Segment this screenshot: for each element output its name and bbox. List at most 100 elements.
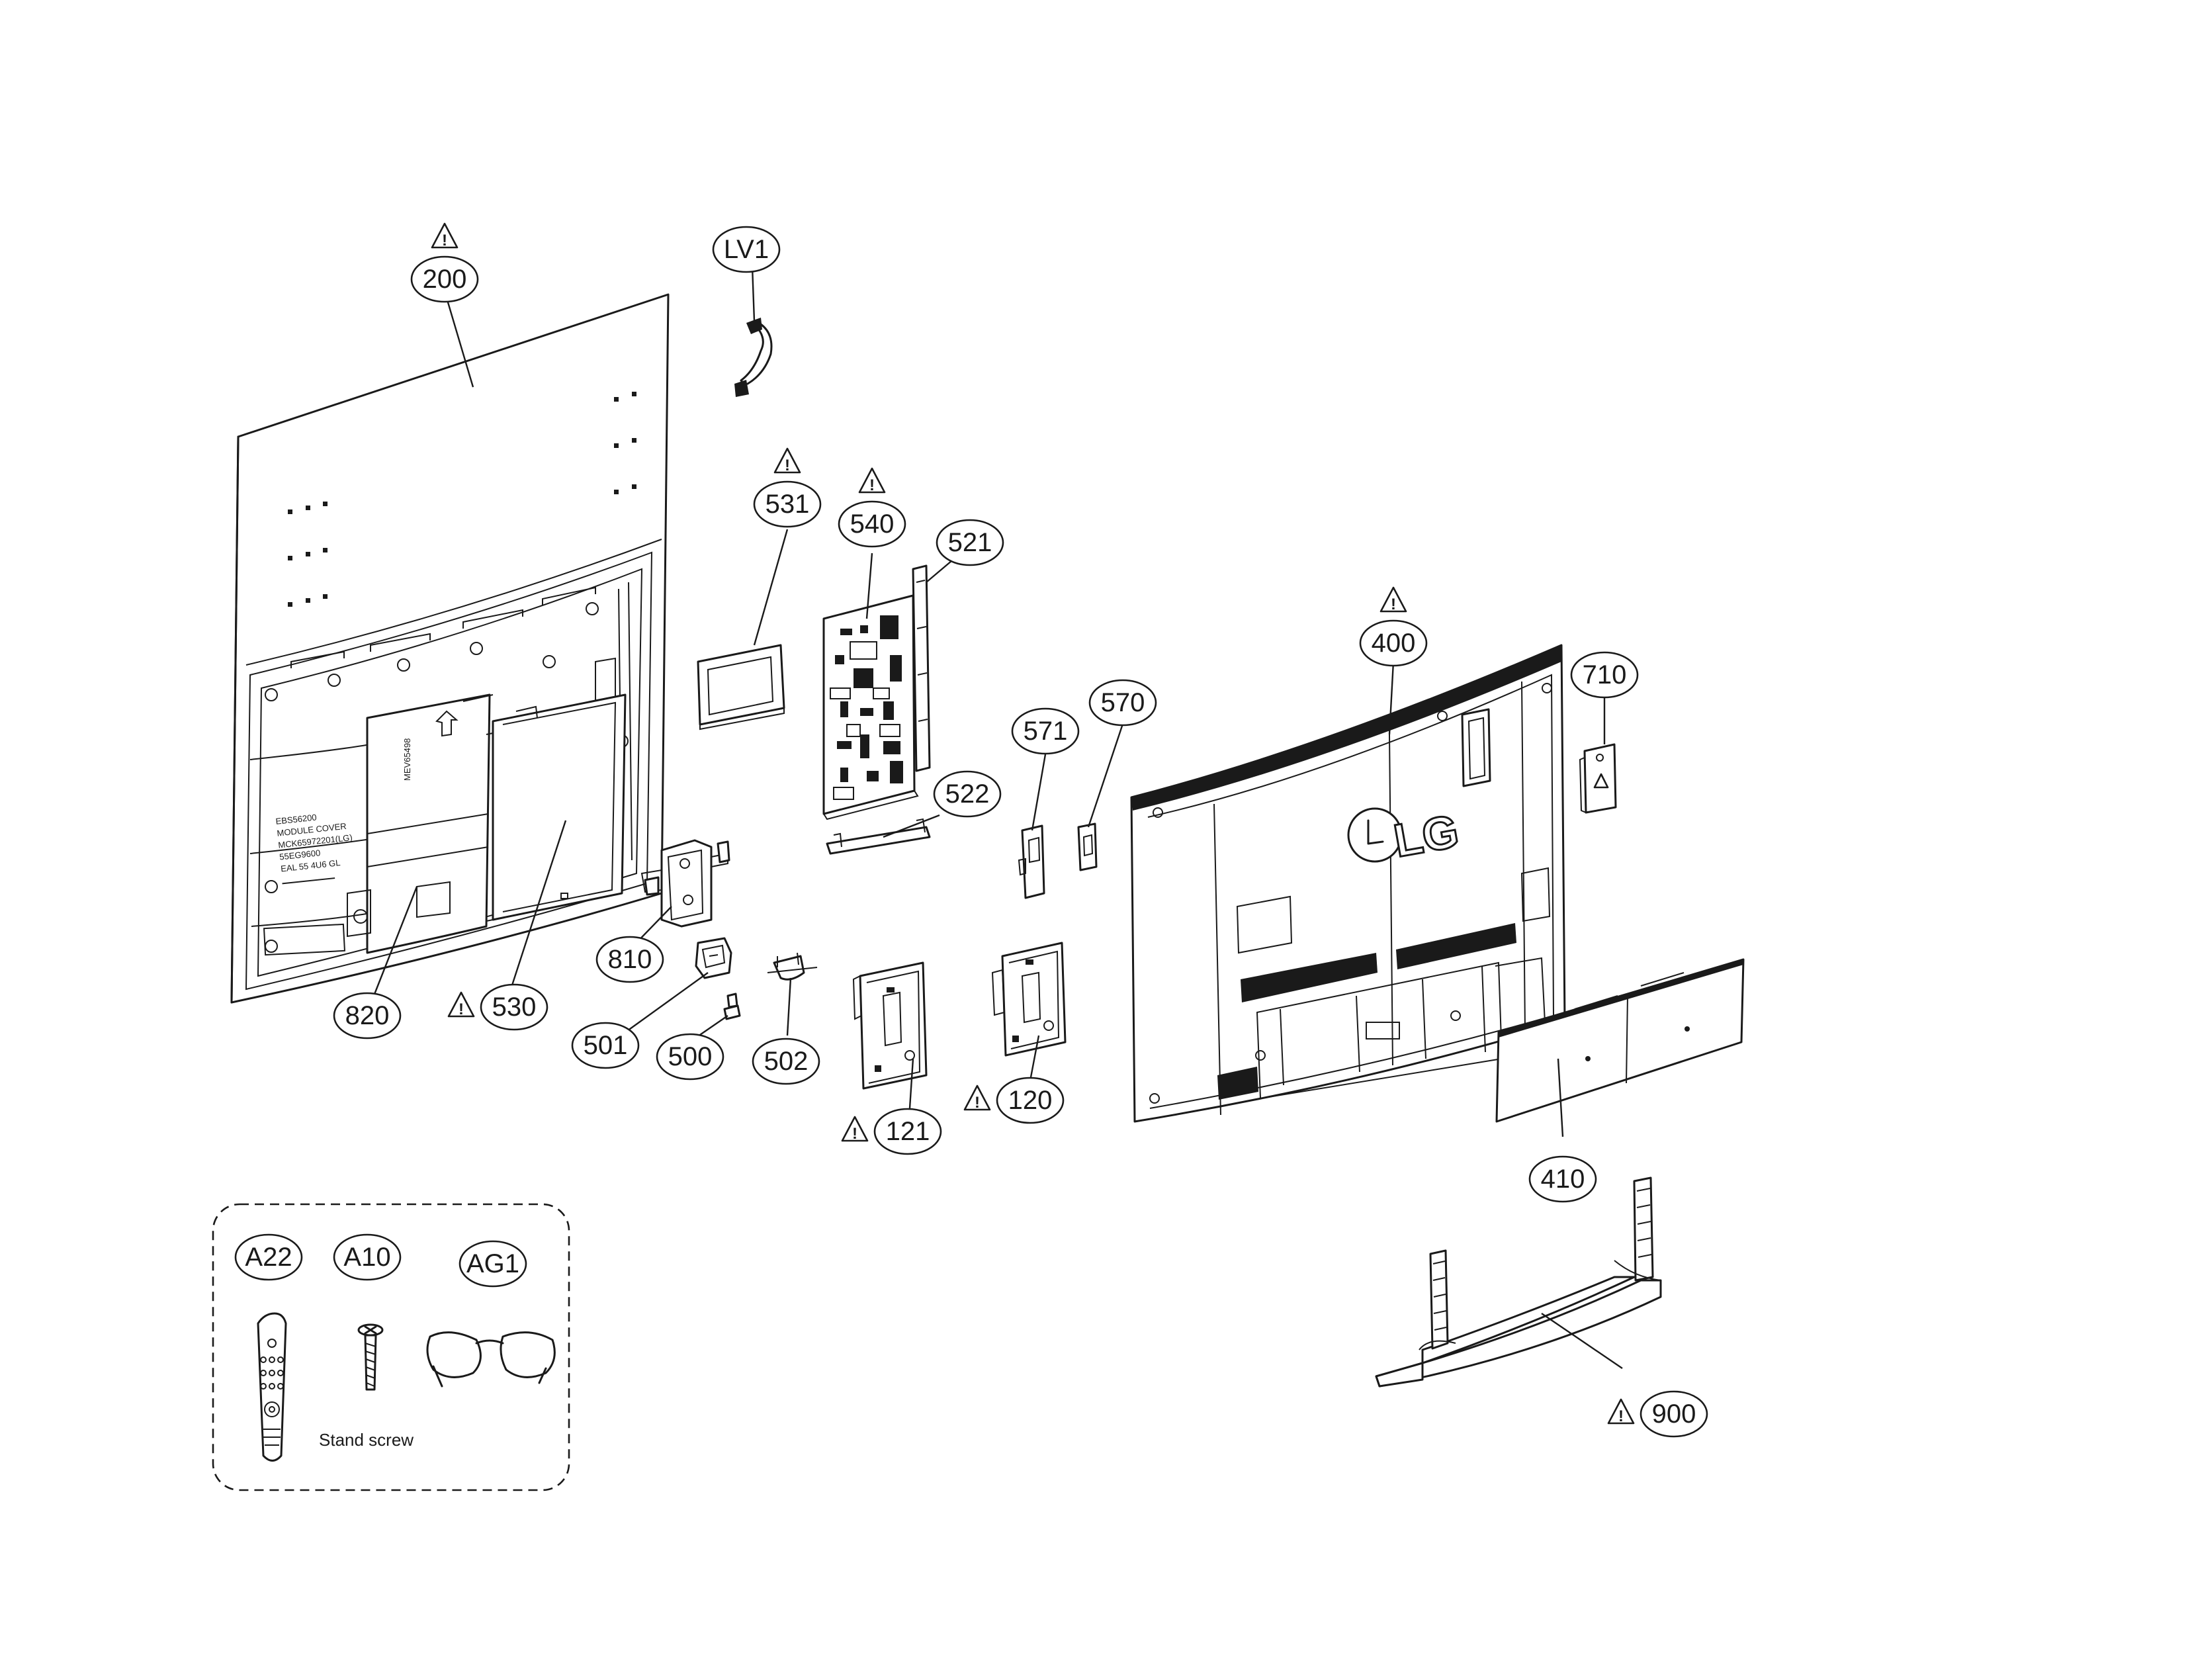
warning-mark: ! bbox=[975, 1094, 980, 1112]
warning-mark: ! bbox=[785, 457, 790, 474]
part-810-bracket bbox=[640, 839, 730, 928]
part-501-clip bbox=[695, 937, 732, 979]
callout-571: 571 bbox=[1011, 707, 1080, 755]
callout-bubble bbox=[1011, 707, 1080, 755]
callout-bubble bbox=[996, 1077, 1065, 1124]
callout-bubble bbox=[480, 983, 548, 1031]
callout-bubble bbox=[595, 936, 664, 983]
callout-bubble bbox=[933, 770, 1002, 818]
callout-lv1: LV1 bbox=[712, 226, 781, 273]
callout-layer: 200!LV1531!540!521400!710571570522810820… bbox=[234, 222, 1708, 1438]
callout-label: 501 bbox=[584, 1031, 628, 1060]
warning-icon bbox=[963, 1084, 991, 1111]
warning-mark: ! bbox=[869, 476, 875, 494]
callout-label: AG1 bbox=[466, 1249, 519, 1278]
callout-bubble bbox=[1088, 679, 1157, 727]
warning-mark: ! bbox=[442, 232, 447, 249]
callout-900: 900! bbox=[1607, 1390, 1708, 1438]
callout-bubble bbox=[656, 1033, 724, 1081]
callout-bubble bbox=[752, 1038, 820, 1085]
callout-bubble bbox=[234, 1233, 303, 1281]
callout-label: 540 bbox=[850, 509, 895, 539]
callout-bubble bbox=[459, 1240, 527, 1288]
leader-lines bbox=[372, 265, 1623, 1369]
warning-icon bbox=[841, 1116, 869, 1142]
callout-label: 570 bbox=[1101, 688, 1145, 717]
callout-120: 120! bbox=[963, 1077, 1065, 1124]
callout-label: 121 bbox=[886, 1117, 930, 1146]
part-531-small-board bbox=[697, 644, 785, 730]
part-530-board-shield bbox=[486, 693, 627, 922]
module-label-line4: 55EG9600 bbox=[279, 848, 321, 862]
warning-icon bbox=[1379, 586, 1407, 613]
callout-label: 521 bbox=[948, 528, 992, 557]
callout-bubble bbox=[1640, 1390, 1708, 1438]
callout-710: 710 bbox=[1570, 651, 1639, 699]
warning-icon bbox=[773, 447, 801, 474]
part-410-stand-cover bbox=[1495, 958, 1745, 1123]
callout-label: 530 bbox=[492, 993, 537, 1022]
part-571-bracket bbox=[1018, 824, 1045, 899]
warning-icon bbox=[447, 991, 475, 1018]
callout-bubble bbox=[1528, 1155, 1597, 1203]
part-521-thin-board bbox=[912, 564, 931, 772]
lg-logo-text: LG bbox=[1390, 805, 1462, 867]
callout-label: 500 bbox=[668, 1042, 713, 1071]
callout-540: 540! bbox=[838, 467, 906, 548]
callout-bubble bbox=[1359, 619, 1428, 667]
part-a22-remote bbox=[257, 1312, 287, 1462]
part-540-main-pcb bbox=[822, 594, 919, 820]
callout-label: 571 bbox=[1024, 717, 1068, 746]
module-label-line1: EBS56200 bbox=[275, 812, 317, 826]
part-710-plate bbox=[1579, 743, 1617, 814]
callout-810: 810 bbox=[595, 936, 664, 983]
callout-400: 400! bbox=[1359, 586, 1428, 667]
warning-icon bbox=[858, 467, 886, 494]
callout-bubble bbox=[838, 500, 906, 548]
callout-bubble bbox=[1570, 651, 1639, 699]
callout-530: 530! bbox=[447, 983, 548, 1031]
callout-label: A22 bbox=[245, 1243, 292, 1272]
callout-label: 810 bbox=[608, 945, 652, 974]
callout-121: 121! bbox=[841, 1108, 942, 1155]
callout-label: 900 bbox=[1652, 1399, 1696, 1429]
part-900-stand bbox=[1375, 1176, 1662, 1388]
part-121-speaker bbox=[852, 961, 928, 1090]
callout-bubble bbox=[936, 519, 1004, 566]
callout-bubble bbox=[410, 255, 479, 303]
callout-a10: A10 bbox=[333, 1233, 402, 1281]
callout-label: 120 bbox=[1008, 1086, 1053, 1115]
callout-531: 531! bbox=[753, 447, 822, 528]
warning-mark: ! bbox=[1618, 1407, 1624, 1425]
callout-200: 200! bbox=[410, 222, 479, 303]
callout-501: 501 bbox=[571, 1022, 640, 1069]
callout-570: 570 bbox=[1088, 679, 1157, 727]
part-400-back-cover: LG bbox=[1130, 644, 1566, 1123]
part-120-speaker bbox=[991, 942, 1067, 1057]
callout-bubble bbox=[333, 1233, 402, 1281]
lg-logo: LG bbox=[1347, 804, 1464, 868]
warning-mark: ! bbox=[1391, 596, 1396, 613]
callout-label: 410 bbox=[1541, 1165, 1585, 1194]
callout-label: 531 bbox=[766, 490, 810, 519]
part-500-clip bbox=[723, 993, 741, 1020]
callout-bubble bbox=[712, 226, 781, 273]
callout-820: 820 bbox=[333, 992, 402, 1039]
part-502-clip bbox=[767, 952, 818, 981]
accessory-box: Stand screw bbox=[212, 1203, 570, 1491]
callout-label: 200 bbox=[423, 265, 467, 294]
part-a10-screw bbox=[357, 1323, 384, 1391]
callout-label: 522 bbox=[945, 779, 990, 809]
callout-label: 820 bbox=[345, 1001, 390, 1030]
callout-a22: A22 bbox=[234, 1233, 303, 1281]
warning-icon bbox=[431, 222, 459, 249]
callout-522: 522 bbox=[933, 770, 1002, 818]
callout-label: A10 bbox=[343, 1243, 390, 1272]
panel-stamp: MEV65498 bbox=[402, 738, 412, 781]
callout-521: 521 bbox=[936, 519, 1004, 566]
part-570-bracket bbox=[1077, 822, 1098, 871]
callout-410: 410 bbox=[1528, 1155, 1597, 1203]
callout-label: 502 bbox=[764, 1047, 809, 1076]
